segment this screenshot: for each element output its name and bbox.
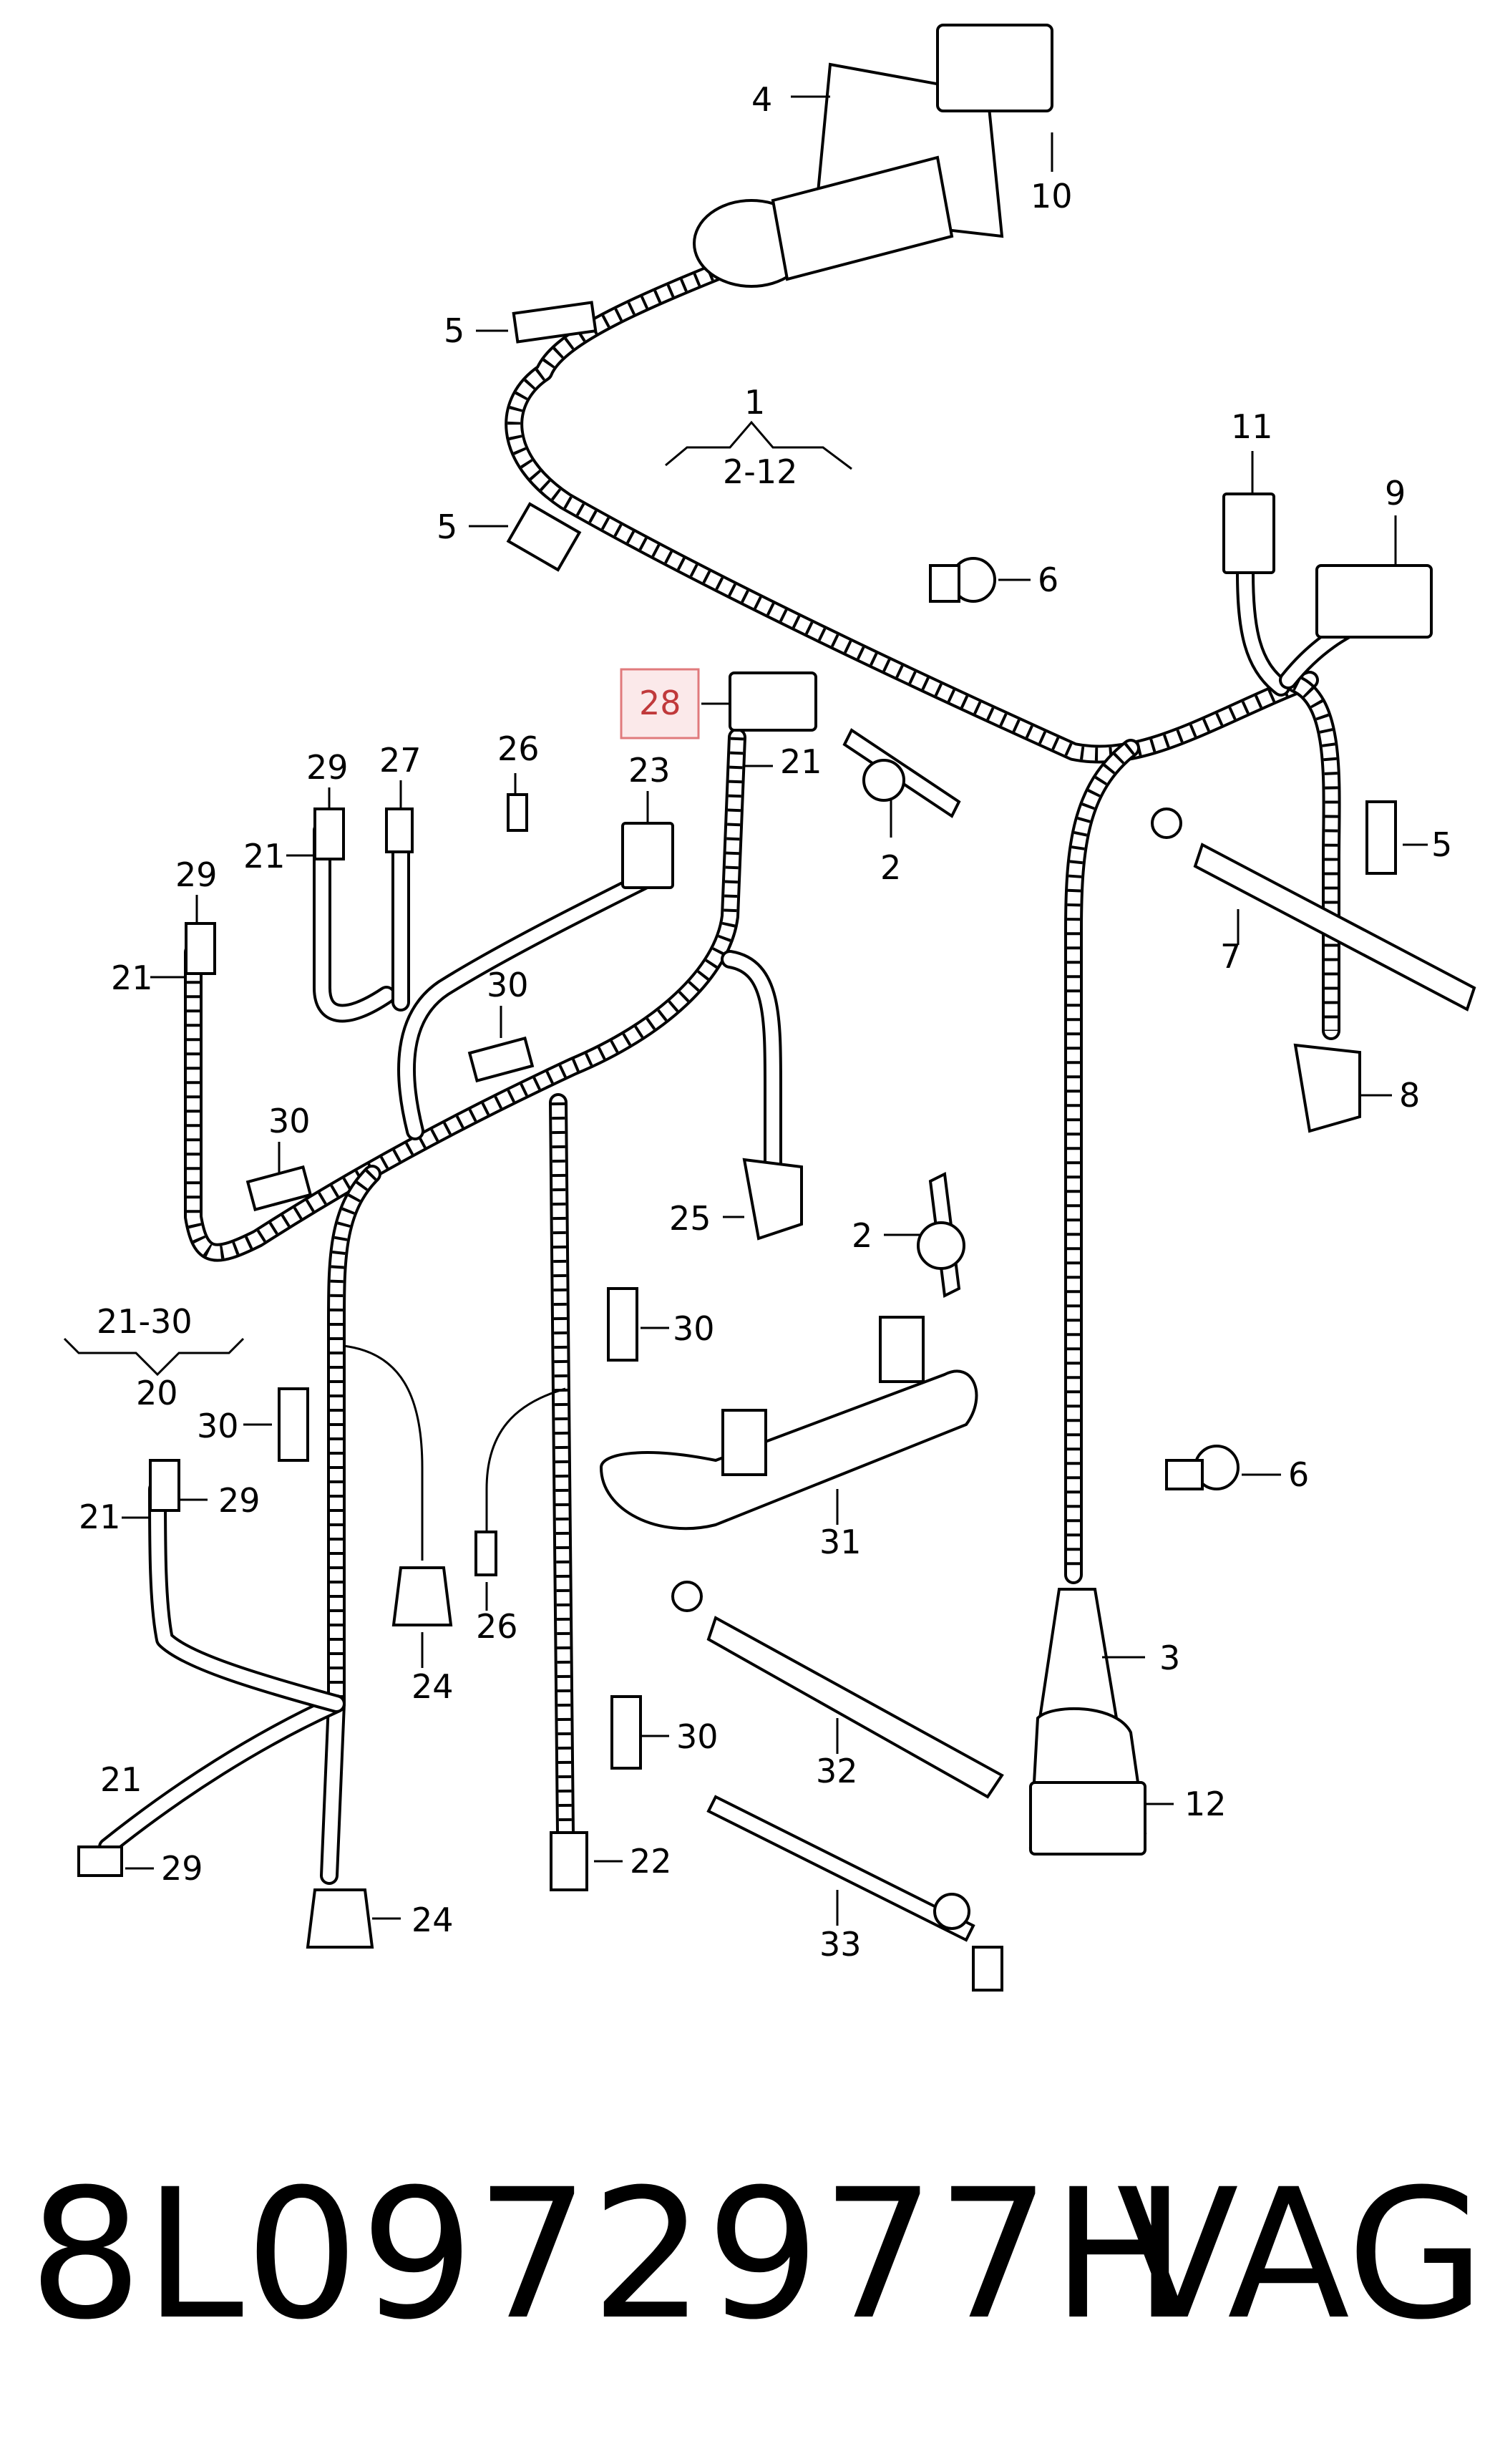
- callout-11: 11: [1231, 407, 1273, 446]
- part-number: 8L0972977H: [29, 2150, 1188, 2359]
- callout-29b: 29: [175, 855, 218, 894]
- callout-24b: 24: [412, 1901, 454, 1939]
- leader-lines: [122, 95, 1428, 1926]
- holder-part-2a: [842, 728, 961, 818]
- callout-4: 4: [751, 80, 772, 119]
- connector-part-27: [385, 807, 414, 853]
- callout-6a: 6: [1038, 561, 1058, 599]
- callout-20-range: 21-30: [97, 1302, 193, 1341]
- connector-part-22: [550, 1831, 588, 1891]
- callout-30e: 30: [676, 1717, 719, 1756]
- connector-part-26a: [507, 793, 528, 832]
- sub-harness-20: [98, 728, 782, 1885]
- clip-part-6a: [929, 557, 996, 603]
- callout-25: 25: [669, 1199, 711, 1238]
- callout-26b: 26: [476, 1607, 518, 1646]
- connector-part-25: [742, 1158, 803, 1241]
- callout-24a: 24: [412, 1667, 454, 1706]
- callout-21d: 21: [79, 1498, 121, 1536]
- callout-7: 7: [1220, 937, 1241, 976]
- callout-20: 20: [136, 1374, 178, 1412]
- callout-30b: 30: [268, 1102, 311, 1140]
- connector-part-26b: [474, 1531, 497, 1576]
- label-plate-part-30c: [607, 1287, 638, 1362]
- callout-1-range: 2-12: [723, 452, 797, 491]
- connector-part-28: [729, 671, 817, 732]
- cable-tie-part-7: [1151, 807, 1476, 1012]
- footer: 8L0972977H VAG: [0, 2148, 1490, 2362]
- callout-22: 22: [630, 1842, 672, 1881]
- callout-1: 1: [744, 383, 765, 422]
- callout-9: 9: [1385, 474, 1406, 513]
- callout-2b: 2: [852, 1216, 872, 1255]
- connector-part-29a: [313, 807, 345, 860]
- callout-12: 12: [1184, 1785, 1227, 1823]
- callout-2a: 2: [880, 848, 901, 887]
- highlight-box-28: [620, 668, 700, 739]
- callout-5b: 5: [437, 508, 457, 546]
- connector-part-23: [621, 822, 674, 889]
- label-plate-part-30d: [278, 1387, 309, 1462]
- callout-31: 31: [819, 1523, 862, 1561]
- callout-6b: 6: [1288, 1455, 1309, 1494]
- cable-tie-part-33: [706, 1795, 1003, 1992]
- callout-30d: 30: [197, 1407, 239, 1445]
- brand-name: VAG: [1116, 2150, 1486, 2359]
- callout-23: 23: [628, 751, 671, 790]
- connector-part-12: [1028, 1588, 1147, 1856]
- callout-8: 8: [1399, 1076, 1420, 1115]
- group-bracket-20: [63, 1337, 245, 1377]
- cable-tie-part-32: [671, 1581, 1004, 1799]
- callout-21c: 21: [111, 959, 153, 997]
- callout-29a: 29: [306, 748, 349, 787]
- callout-29d: 29: [161, 1849, 203, 1888]
- connector-part-24b: [306, 1888, 374, 1949]
- callout-10: 10: [1031, 177, 1073, 215]
- callout-33: 33: [819, 1925, 862, 1964]
- holder-part-2b: [917, 1171, 965, 1299]
- callout-26a: 26: [497, 729, 540, 768]
- label-plate-part-30b: [245, 1165, 313, 1212]
- connector-part-9: [1315, 515, 1433, 639]
- connector-part-11: [1222, 451, 1275, 574]
- grommet-part-4: [693, 24, 1053, 288]
- callout-5a: 5: [444, 311, 464, 350]
- callout-3: 3: [1159, 1639, 1180, 1677]
- callout-30c: 30: [673, 1309, 715, 1348]
- clip-part-6b: [1165, 1445, 1240, 1490]
- connector-part-29c: [149, 1459, 180, 1512]
- connector-part-29d: [77, 1845, 123, 1877]
- label-plate-part-30a: [467, 1036, 535, 1083]
- connector-part-24a: [391, 1566, 453, 1626]
- callout-28: 28: [639, 684, 681, 722]
- callout-30a: 30: [487, 966, 529, 1004]
- connector-part-8: [1293, 1043, 1361, 1133]
- callout-21b: 21: [243, 837, 286, 876]
- connector-part-29b: [185, 922, 216, 975]
- bracket-part-31: [599, 1316, 978, 1531]
- callout-21e: 21: [100, 1760, 142, 1799]
- label-plate-part-5a: [512, 301, 598, 344]
- callout-5c: 5: [1431, 825, 1452, 864]
- label-plate-part-5b: [506, 502, 582, 572]
- label-plate-part-30e: [610, 1695, 642, 1770]
- callout-21a: 21: [780, 742, 822, 781]
- callout-29c: 29: [218, 1481, 260, 1520]
- callout-labels: 4 10 5 1 2-12 5 6 11 9 28 21 2 5 7 8 29 …: [79, 80, 1452, 1964]
- label-plate-part-5c: [1365, 800, 1397, 875]
- group-bracket-1: [665, 420, 852, 470]
- callout-27: 27: [379, 741, 422, 780]
- callout-32: 32: [816, 1752, 858, 1790]
